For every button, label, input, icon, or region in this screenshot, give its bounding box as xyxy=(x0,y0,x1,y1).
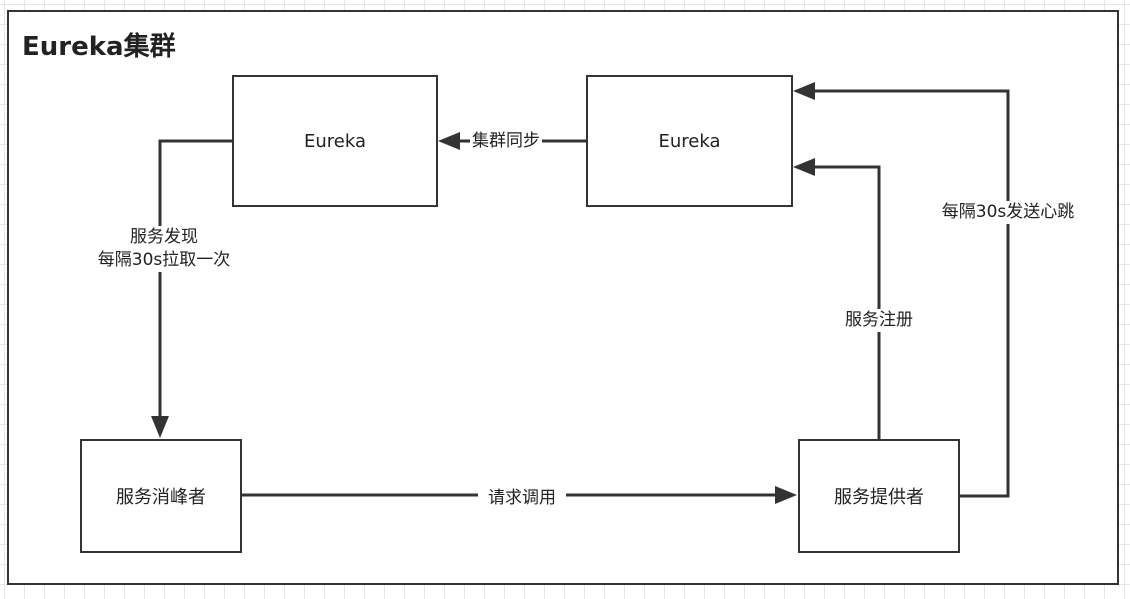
eureka-right-label: Eureka xyxy=(658,130,721,152)
eureka-right-node[interactable]: Eureka xyxy=(586,75,793,207)
consumer-node[interactable]: 服务消峰者 xyxy=(80,439,242,553)
invoke-edge-text: 请求调用 xyxy=(488,488,556,508)
eureka-left-node[interactable]: Eureka xyxy=(232,75,438,207)
register-edge-label: 服务注册 xyxy=(838,309,920,332)
discovery-edge-label: 服务发现 每隔30s拉取一次 xyxy=(84,226,244,272)
register-edge xyxy=(812,165,881,440)
invoke-edge-label: 请求调用 xyxy=(478,487,566,510)
register-arrowhead xyxy=(793,158,815,176)
sync-edge-text: 集群同步 xyxy=(472,131,540,151)
heartbeat-edge-label: 每隔30s发送心跳 xyxy=(928,201,1088,224)
heartbeat-edge xyxy=(812,89,1010,498)
provider-node[interactable]: 服务提供者 xyxy=(798,439,960,553)
discovery-line1: 服务发现 xyxy=(130,227,198,247)
provider-label: 服务提供者 xyxy=(834,487,924,508)
sync-edge-label: 集群同步 xyxy=(470,130,542,153)
cluster-title: Eureka集群 xyxy=(22,32,176,62)
heartbeat-edge-text: 每隔30s发送心跳 xyxy=(941,202,1075,222)
heartbeat-arrowhead xyxy=(793,82,815,100)
discovery-line2: 每隔30s拉取一次 xyxy=(97,249,231,270)
discovery-arrowhead xyxy=(151,416,169,438)
eureka-left-label: Eureka xyxy=(304,130,366,152)
sync-arrowhead xyxy=(438,132,460,150)
discovery-edge xyxy=(158,139,232,421)
register-edge-text: 服务注册 xyxy=(845,310,913,330)
invoke-arrowhead xyxy=(775,486,797,504)
consumer-label: 服务消峰者 xyxy=(116,487,206,508)
